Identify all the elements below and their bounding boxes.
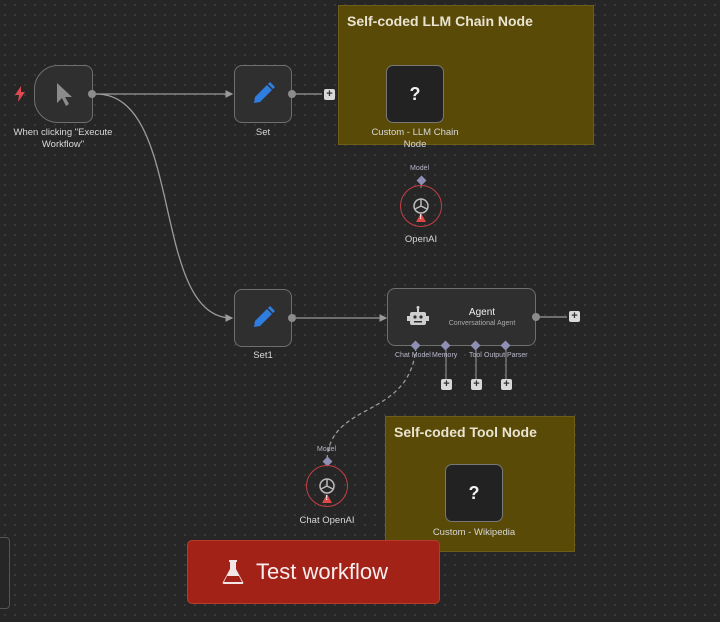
agent-node-title: Agent — [468, 307, 496, 318]
chat-openai-node[interactable] — [306, 465, 348, 507]
openai-logo-icon — [319, 478, 335, 494]
agent-tool-add-button[interactable]: + — [471, 379, 482, 390]
trigger-node[interactable] — [34, 65, 93, 123]
set-node-label: Set — [255, 127, 271, 138]
set1-node[interactable] — [234, 289, 292, 347]
set1-output-handle[interactable] — [288, 314, 296, 322]
set-node[interactable] — [234, 65, 292, 123]
agent-output-parser-add-button[interactable]: + — [501, 379, 512, 390]
openai-warning-icon — [416, 213, 426, 222]
agent-memory-port-label: Memory — [432, 352, 458, 359]
test-workflow-button[interactable]: Test workflow — [187, 540, 440, 604]
trigger-node-label: When clicking "Execute Workflow" — [13, 127, 113, 150]
robot-icon — [407, 306, 429, 325]
pencil-icon — [254, 82, 275, 103]
custom-llm-chain-label: Custom - LLM Chain Node — [371, 127, 459, 150]
chat-openai-warning-icon — [322, 494, 332, 503]
pencil-icon — [254, 306, 275, 327]
edge-chatmodel-chatopenai — [326, 346, 417, 461]
agent-tool-port-label: Tool — [469, 352, 482, 359]
lightning-icon — [15, 86, 25, 102]
agent-memory-add-button[interactable]: + — [441, 379, 452, 390]
agent-add-button[interactable]: + — [569, 311, 580, 322]
agent-node-subtitle: Conversational Agent — [448, 320, 516, 327]
test-workflow-label: Test workflow — [256, 559, 389, 584]
custom-wikipedia-node[interactable]: ? — [445, 464, 503, 522]
sticky-llm-chain[interactable]: Self-coded LLM Chain Node — [338, 5, 594, 145]
cursor-pointer-icon — [56, 83, 72, 106]
openai-node-label: OpenAI — [404, 234, 438, 245]
agent-chat-model-port-label: Chat Model — [395, 352, 431, 359]
trigger-output-handle[interactable] — [88, 90, 96, 98]
chat-openai-model-port-label: Model — [317, 446, 337, 453]
sticky-tool-node-title: Self-coded Tool Node — [394, 424, 537, 440]
custom-wikipedia-label: Custom - Wikipedia — [432, 527, 516, 538]
custom-llm-chain-node[interactable]: ? — [386, 65, 444, 123]
edge-trigger-set1 — [95, 93, 234, 322]
openai-model-port-label: Model — [410, 165, 430, 172]
set-add-button[interactable]: + — [324, 89, 335, 100]
agent-output-parser-port-label: Output Parser — [484, 352, 528, 359]
flask-icon — [222, 560, 244, 584]
agent-node[interactable]: Agent Conversational Agent — [387, 288, 536, 346]
set-output-handle[interactable] — [288, 90, 296, 98]
sticky-llm-chain-title: Self-coded LLM Chain Node — [347, 13, 533, 29]
side-panel-edge[interactable] — [0, 537, 10, 609]
chat-openai-node-label: Chat OpenAI — [299, 515, 355, 526]
agent-output-handle[interactable] — [532, 313, 540, 321]
set1-node-label: Set1 — [253, 350, 273, 361]
